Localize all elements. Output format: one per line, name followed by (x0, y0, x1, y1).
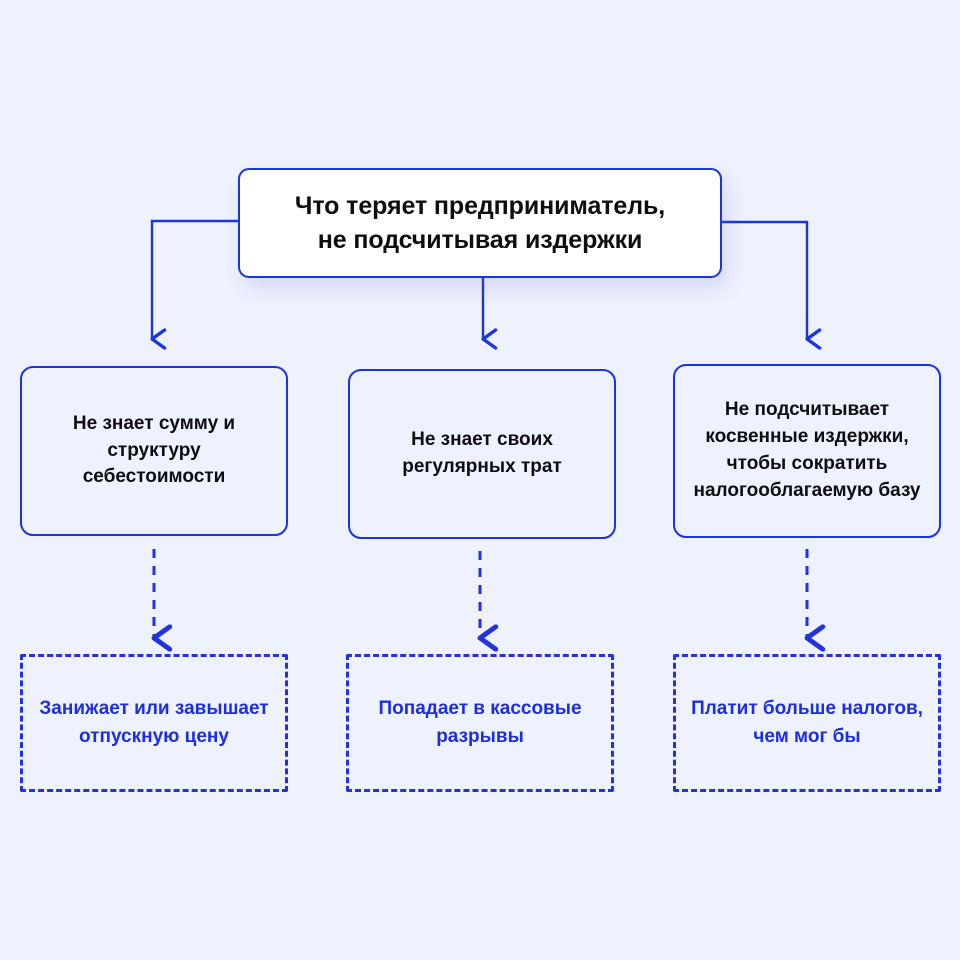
connector-root-to-cause-1 (150, 219, 238, 350)
cause-node-3: Не подсчитывает косвенные издержки, чтоб… (673, 364, 941, 538)
root-node-label: Что теряет предприниматель, не подсчитыв… (281, 189, 679, 258)
consequence-node-2: Попадает в кассовые разрывы (346, 654, 614, 792)
consequence-node-3: Платит больше налогов, чем мог бы (673, 654, 941, 792)
root-node-line-1: Что теряет предприниматель, (294, 191, 666, 220)
connector-root-to-cause-3 (722, 220, 822, 350)
cause-node-2-label: Не знает своих регулярных трат (402, 429, 562, 477)
cause-node-2: Не знает своих регулярных трат (348, 369, 616, 539)
consequence-node-1: Занижает или завышает отпускную цену (20, 654, 288, 792)
root-node-line-2: не подсчитывая издержки (317, 226, 643, 254)
cause-node-3-label: Не подсчитывает косвенные издержки, чтоб… (693, 399, 921, 501)
consequence-node-2-label: Попадает в кассовые разрывы (378, 698, 582, 747)
consequence-node-3-label: Платит больше налогов, чем мог бы (691, 698, 923, 747)
cause-node-1-label: Не знает сумму и структуру себестоимости (72, 412, 236, 488)
cause-node-1: Не знает сумму и структуру себестоимости (20, 366, 288, 536)
root-node: Что теряет предприниматель, не подсчитыв… (238, 168, 722, 278)
consequence-node-1-label: Занижает или завышает отпускную цену (39, 698, 269, 747)
